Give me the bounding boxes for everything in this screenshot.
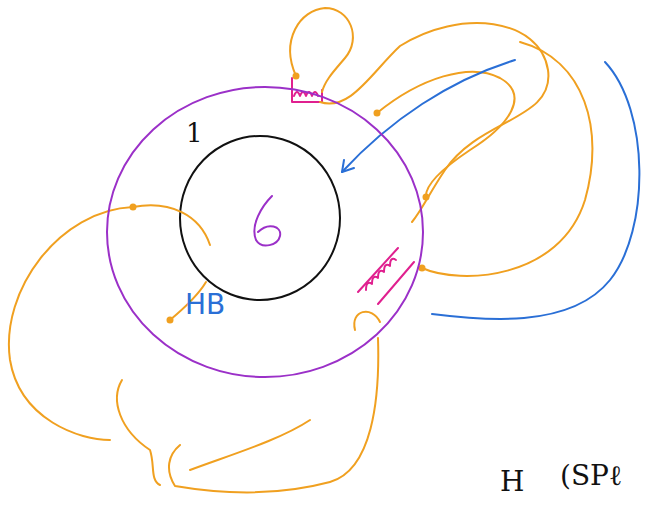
loop-curve <box>254 196 280 246</box>
arrowhead <box>342 160 354 172</box>
endpoint-dot <box>130 73 430 324</box>
disk-outline <box>105 85 425 379</box>
region-label: HB <box>185 291 225 319</box>
arc <box>9 8 593 492</box>
curve <box>432 62 639 319</box>
formula-symbol: H <box>500 468 524 496</box>
circle-label: 1 <box>186 120 203 146</box>
handlebody-disk: HB <box>105 85 425 379</box>
spring-symbol <box>358 248 414 304</box>
formula-text: (SPℓ <box>560 462 622 490</box>
pointer-arrow <box>342 60 515 172</box>
inner-circle <box>180 136 340 300</box>
